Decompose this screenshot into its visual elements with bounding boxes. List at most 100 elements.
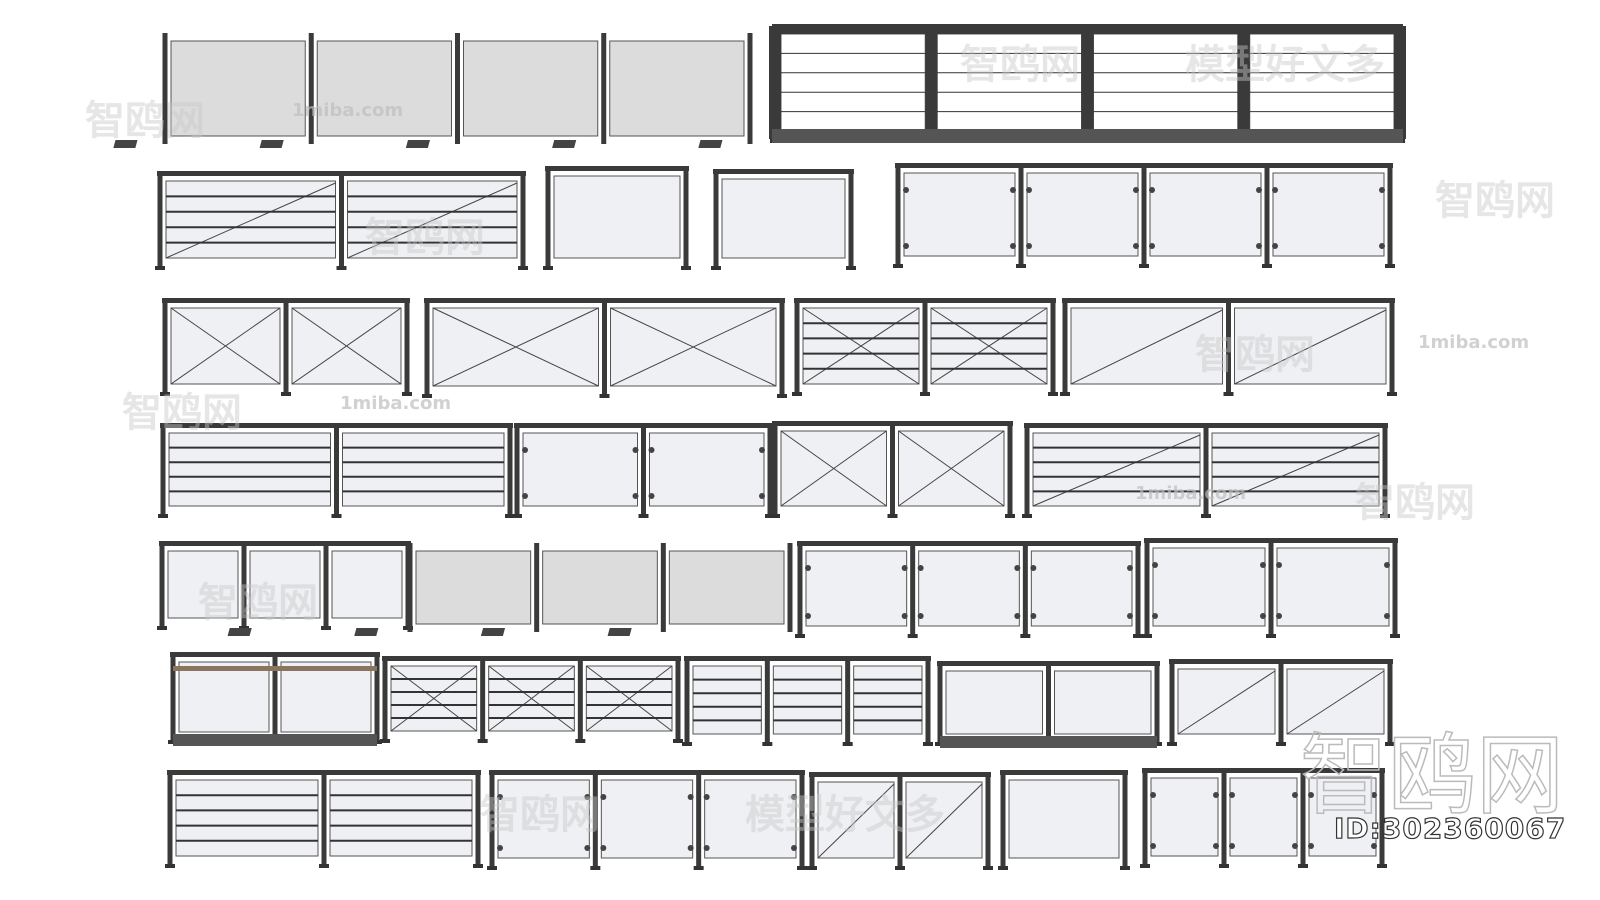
panel (1149, 172, 1262, 257)
post (1062, 300, 1068, 392)
clamp (791, 845, 797, 851)
post-foot (319, 864, 329, 868)
clamp (1152, 562, 1158, 568)
post (925, 26, 938, 139)
post (1389, 300, 1395, 392)
railing-model (935, 661, 1162, 748)
panel (280, 661, 372, 733)
panel (704, 779, 797, 859)
clamp (1014, 565, 1021, 571)
post-foot (895, 866, 905, 870)
post-foot (380, 739, 390, 743)
panel (936, 33, 1082, 132)
clamp (648, 493, 655, 499)
clamp (1379, 187, 1385, 193)
post-foot (552, 140, 577, 148)
handrail (794, 298, 1056, 303)
post (323, 543, 329, 626)
panel (329, 779, 473, 857)
clamp (1010, 187, 1016, 193)
clamp (522, 447, 528, 453)
post (1135, 543, 1141, 634)
post (937, 663, 943, 742)
clamp (600, 845, 607, 851)
post-foot (321, 626, 331, 630)
handrail (1142, 768, 1385, 773)
handrail (772, 421, 1013, 426)
post (321, 772, 327, 864)
railing-model (158, 423, 515, 518)
wood-handrail (173, 666, 377, 671)
post-foot (227, 628, 252, 636)
clamp (917, 613, 924, 619)
post-foot (1223, 392, 1234, 396)
post-foot (887, 514, 898, 518)
post-foot (1387, 392, 1397, 396)
panel (600, 779, 694, 859)
panel (347, 180, 518, 259)
panel (415, 550, 532, 625)
clamp (1371, 792, 1377, 798)
base-beam (772, 129, 1403, 143)
post (787, 543, 793, 632)
post-foot (575, 739, 586, 743)
post (475, 772, 481, 864)
post-foot (842, 742, 853, 746)
post-foot (1140, 864, 1150, 868)
post (910, 543, 916, 634)
post-foot (590, 866, 601, 870)
clamp (805, 613, 811, 619)
post (1024, 425, 1030, 514)
handrail (1144, 538, 1398, 543)
post (985, 774, 991, 866)
clamp (1026, 187, 1032, 193)
clamp (1229, 792, 1235, 798)
post (455, 33, 460, 144)
post (480, 658, 486, 739)
post-foot (693, 866, 704, 870)
post-foot (259, 140, 284, 148)
post (601, 33, 607, 144)
post-foot (777, 394, 787, 398)
post (592, 772, 598, 866)
post (1142, 770, 1148, 864)
post (925, 658, 931, 742)
panel (168, 432, 331, 507)
clamp (903, 187, 909, 193)
clamp (1213, 843, 1219, 849)
panel (331, 550, 403, 619)
clamp (1276, 562, 1282, 568)
railing-model (769, 24, 1406, 143)
post-foot (770, 514, 780, 518)
post (747, 33, 753, 144)
railing-model (1142, 538, 1400, 638)
post-foot (1377, 864, 1387, 868)
panel (1008, 779, 1120, 859)
handrail (382, 656, 681, 661)
post (1203, 425, 1209, 514)
post-foot (1005, 514, 1015, 518)
post-foot (422, 394, 432, 398)
post (660, 543, 666, 632)
post-foot (711, 266, 721, 270)
post-foot (518, 266, 528, 270)
clamp (1030, 613, 1037, 619)
post-foot (1390, 634, 1400, 638)
handrail (797, 541, 1141, 546)
post-foot (480, 628, 506, 636)
clamp (1384, 613, 1390, 619)
post (683, 168, 689, 266)
clamp (497, 845, 503, 851)
post (1226, 300, 1231, 392)
clamp (648, 447, 655, 453)
clamp (1272, 243, 1278, 249)
post-foot (1120, 866, 1130, 870)
railing-model (998, 770, 1130, 870)
railing-model (380, 656, 683, 743)
panel (1152, 547, 1266, 627)
post-foot (1385, 742, 1395, 746)
handrail (489, 770, 805, 775)
post-foot (354, 628, 379, 636)
clamp (1384, 562, 1390, 568)
